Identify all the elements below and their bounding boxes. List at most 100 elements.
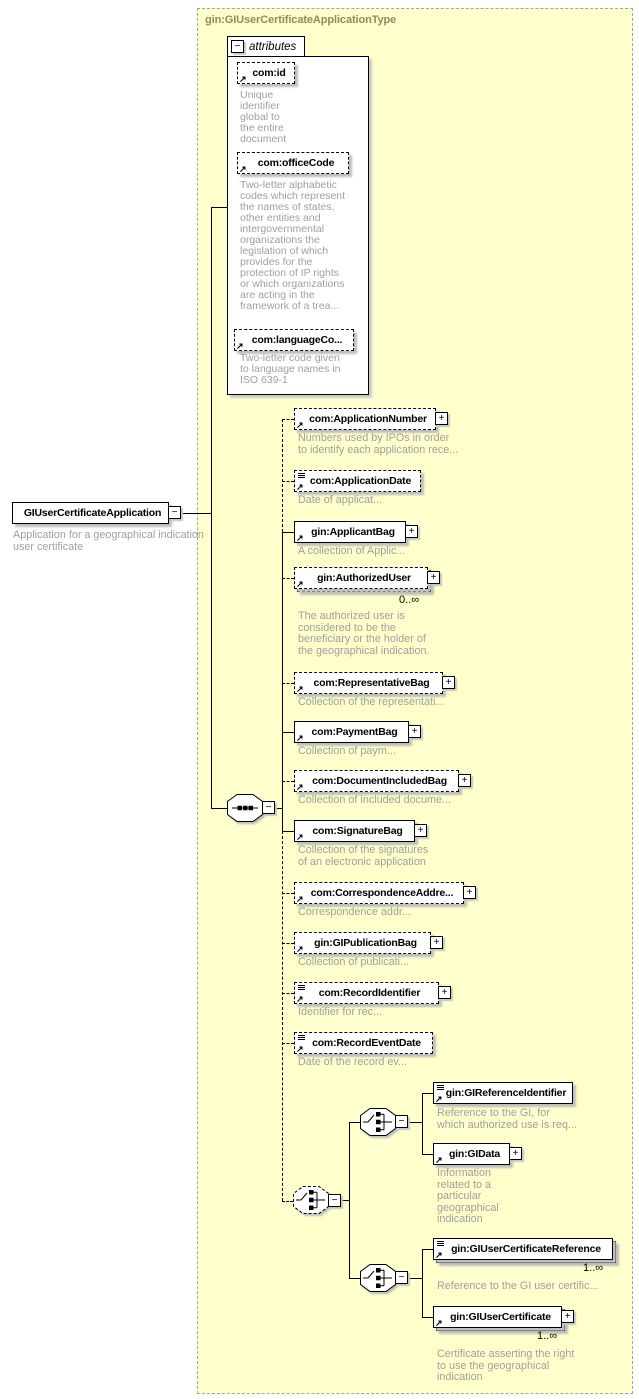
collapse-icon[interactable]: −	[168, 506, 181, 519]
attribute-description: Unique identifier global to the entire d…	[240, 89, 287, 145]
connector	[282, 943, 294, 944]
expand-icon[interactable]: +	[463, 886, 476, 899]
reference-arrow-icon: ↗	[296, 944, 304, 954]
expand-icon[interactable]: +	[561, 1310, 574, 1323]
connector	[422, 1154, 433, 1155]
element-com-DocumentIncludedBag[interactable]: ↗ com:DocumentIncludedBag +	[294, 770, 471, 792]
connector	[282, 993, 294, 994]
connector	[282, 532, 294, 533]
connector	[349, 1278, 360, 1279]
expand-icon[interactable]: +	[438, 986, 451, 999]
element-com-ApplicationDate[interactable]: ↗ com:ApplicationDate	[294, 470, 421, 492]
choice-compositor[interactable]	[293, 1186, 329, 1214]
expand-icon[interactable]: +	[414, 824, 427, 837]
expand-icon[interactable]: +	[427, 571, 440, 584]
connector	[282, 683, 294, 684]
branch-compositor[interactable]	[360, 1264, 396, 1292]
element-description: Collection of publicati...	[298, 956, 410, 968]
element-name: gin:GIData	[448, 1148, 501, 1160]
element-gin-GIReferenceIdentifier[interactable]: ↗ gin:GIReferenceIdentifier	[433, 1082, 573, 1104]
connector	[282, 481, 294, 482]
element-name: com:RecordIdentifier	[318, 987, 421, 999]
connector	[282, 1201, 293, 1202]
element-gin-GIPublicationBag[interactable]: ↗ gin:GIPublicationBag +	[294, 932, 443, 954]
connector	[282, 732, 294, 733]
element-name: com:PaymentBag	[311, 726, 398, 738]
attribute-com-id[interactable]: ↗ com:id	[237, 62, 295, 84]
element-com-ApplicationNumber[interactable]: ↗ com:ApplicationNumber +	[294, 408, 448, 430]
connector	[282, 831, 294, 832]
reference-arrow-icon: ↗	[296, 832, 304, 842]
reference-arrow-icon: ↗	[296, 684, 304, 694]
attribute-com-languageCode[interactable]: ↗ com:languageCo...	[234, 329, 354, 351]
connector	[341, 1200, 350, 1201]
element-description: Numbers used by IPOs in order to identif…	[298, 432, 459, 456]
element-name: gin:GIPublicationBag	[314, 937, 417, 949]
connector	[282, 419, 283, 532]
element-com-CorrespondenceAddress[interactable]: ↗ com:CorrespondenceAddre... +	[294, 882, 476, 904]
reference-arrow-icon: ↗	[296, 782, 304, 792]
collapse-icon[interactable]: −	[395, 1115, 408, 1128]
connector	[282, 893, 294, 894]
element-description: Reference to the GI, for which authorize…	[437, 1107, 577, 1131]
element-description: Information related to a particular geog…	[437, 1167, 499, 1225]
reference-arrow-icon: ↗	[236, 341, 244, 351]
element-gin-ApplicantBag[interactable]: ↗ gin:ApplicantBag +	[294, 521, 418, 543]
connector	[211, 207, 212, 808]
attribute-name: com:officeCode	[257, 157, 335, 169]
collapse-icon[interactable]: −	[262, 801, 275, 814]
text-content-icon	[437, 1085, 444, 1091]
attributes-header[interactable]: − attributes	[227, 36, 305, 57]
element-com-RecordIdentifier[interactable]: ↗ com:RecordIdentifier +	[294, 982, 451, 1004]
reference-arrow-icon: ↗	[435, 1155, 443, 1165]
expand-icon[interactable]: +	[509, 1147, 522, 1160]
attribute-name: com:languageCo...	[251, 334, 343, 346]
element-name: com:CorrespondenceAddre...	[310, 887, 454, 899]
element-description: Identifier for rec...	[298, 1006, 383, 1018]
collapse-icon[interactable]: −	[395, 1271, 408, 1284]
element-name: gin:GIUserCertificateReference	[451, 1243, 601, 1255]
collapse-icon[interactable]: −	[328, 1194, 341, 1207]
reference-arrow-icon: ↗	[435, 1250, 443, 1260]
reference-arrow-icon: ↗	[296, 482, 304, 492]
connector	[349, 1122, 360, 1123]
expand-icon[interactable]: +	[442, 676, 455, 689]
element-GIUserCertificateApplication[interactable]: GIUserCertificateApplication −	[12, 502, 181, 524]
reference-arrow-icon: ↗	[296, 994, 304, 1004]
reference-arrow-icon: ↗	[296, 1044, 304, 1054]
element-name: gin:GIReferenceIdentifier	[445, 1087, 567, 1099]
element-name: GIUserCertificateApplication	[23, 507, 162, 519]
element-gin-GIData[interactable]: ↗ gin:GIData +	[433, 1143, 522, 1165]
reference-arrow-icon: ↗	[239, 74, 247, 84]
element-com-SignatureBag[interactable]: ↗ com:SignatureBag +	[294, 820, 427, 842]
type-title: gin:GIUserCertificateApplicationType	[205, 14, 397, 26]
element-name: gin:AuthorizedUser	[317, 572, 411, 584]
text-content-icon	[298, 473, 305, 479]
element-description: Collection of included docume...	[298, 794, 452, 806]
expand-icon[interactable]: +	[458, 774, 471, 787]
element-description: Reference to the GI user certific...	[437, 1280, 599, 1292]
element-description: Correspondence addr...	[298, 906, 411, 918]
attribute-com-officeCode[interactable]: ↗ com:officeCode	[237, 152, 349, 174]
element-name: com:ApplicationNumber	[309, 413, 427, 425]
reference-arrow-icon: ↗	[296, 894, 304, 904]
element-com-PaymentBag[interactable]: ↗ com:PaymentBag +	[294, 721, 421, 743]
branch-compositor[interactable]	[360, 1108, 396, 1136]
element-gin-AuthorizedUser[interactable]: ↗ gin:AuthorizedUser +	[294, 567, 440, 589]
element-gin-GIUserCertificateReference[interactable]: ↗ gin:GIUserCertificateReference	[433, 1238, 613, 1260]
sequence-compositor[interactable]	[227, 794, 263, 822]
element-com-RecordEventDate[interactable]: ↗ com:RecordEventDate	[294, 1032, 433, 1054]
expand-icon[interactable]: +	[430, 936, 443, 949]
element-com-RepresentativeBag[interactable]: ↗ com:RepresentativeBag +	[294, 672, 455, 694]
expand-icon[interactable]: +	[408, 725, 421, 738]
attribute-name: com:id	[252, 67, 286, 79]
connector	[349, 1122, 350, 1278]
element-name: com:ApplicationDate	[309, 475, 412, 487]
element-description: Collection of the representati...	[298, 696, 445, 708]
element-gin-GIUserCertificate[interactable]: ↗ gin:GIUserCertificate +	[433, 1306, 574, 1328]
collapse-icon[interactable]: −	[231, 40, 244, 53]
expand-icon[interactable]: +	[435, 412, 448, 425]
element-description: Date of applicat...	[298, 494, 383, 506]
attribute-description: Two-letter alphabetic codes which repres…	[240, 179, 346, 312]
expand-icon[interactable]: +	[405, 525, 418, 538]
